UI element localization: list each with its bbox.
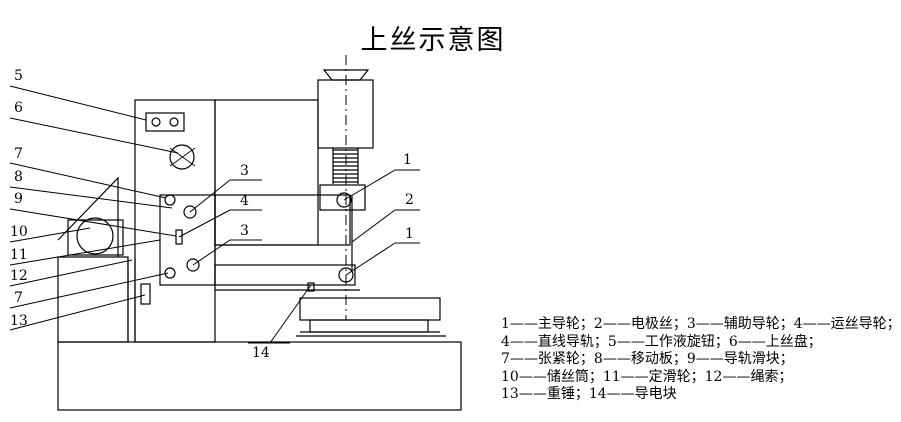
legend-line: 10——储丝筒；11——定滑轮；12——绳索；	[501, 368, 793, 385]
knob	[322, 69, 370, 81]
spool-support	[57, 176, 119, 257]
callout-4: 4	[240, 193, 249, 209]
legend-line: 1——主导轮；2——电极丝；3——辅助导轮；4——运丝导轮；	[501, 316, 901, 332]
worktable-top	[299, 297, 441, 321]
upper-wire-disk	[169, 144, 195, 170]
callout-9: 9	[14, 191, 23, 207]
main-guide-wheel-upper	[336, 192, 352, 208]
weight	[140, 283, 151, 305]
callout-5: 5	[14, 68, 23, 84]
legend-line: 4——直线导轨；5——工作液旋钮；6——上丝盘；	[501, 333, 822, 350]
moving-plate	[159, 194, 216, 286]
callout-1b: 1	[405, 226, 414, 242]
guide-rail	[175, 229, 183, 245]
aux-wheel-lower	[186, 258, 200, 272]
callout-7: 7	[14, 146, 23, 162]
spool-drum	[76, 217, 114, 255]
upper-head	[214, 99, 319, 246]
callout-6: 6	[14, 100, 23, 116]
upper-guide-block	[319, 184, 366, 211]
legend: 1——主导轮；2——电极丝；3——辅助导轮；4——运丝导轮； 4——直线导轨；5…	[501, 316, 901, 404]
wire-spool	[67, 219, 124, 256]
wire-reel-plate	[145, 112, 185, 132]
callout-13: 13	[10, 313, 28, 329]
callout-12: 12	[10, 268, 28, 284]
lower-arm	[214, 264, 356, 286]
callout-11: 11	[10, 247, 28, 263]
diagram-title: 上丝示意图	[360, 25, 506, 56]
upper-arm	[214, 194, 351, 246]
callout-1: 1	[403, 152, 412, 168]
callout-14: 14	[252, 345, 270, 361]
callout-3: 3	[240, 163, 249, 179]
column	[134, 99, 216, 343]
callout-8: 8	[14, 169, 23, 185]
conductive-block	[307, 282, 315, 292]
wire-threading-diagram: 5 6 7 8 9 10 11 12 7 13 3 4 3 1 2 1 14	[9, 55, 462, 411]
tension-wheel-lower	[164, 267, 176, 279]
left-block	[57, 256, 129, 343]
legend-line: 7——张紧轮；8——移动板；9——导轨滑块；	[501, 351, 794, 367]
machine-base	[57, 341, 462, 411]
callout-7b: 7	[14, 290, 23, 306]
callout-3b: 3	[240, 223, 249, 239]
aux-wheel-upper	[183, 205, 197, 219]
tension-wheel	[164, 194, 176, 206]
legend-line: 13——重锤；14——导电块	[501, 386, 677, 402]
worktable-body	[309, 319, 429, 333]
callout-2: 2	[405, 192, 414, 208]
callout-10: 10	[10, 224, 28, 240]
